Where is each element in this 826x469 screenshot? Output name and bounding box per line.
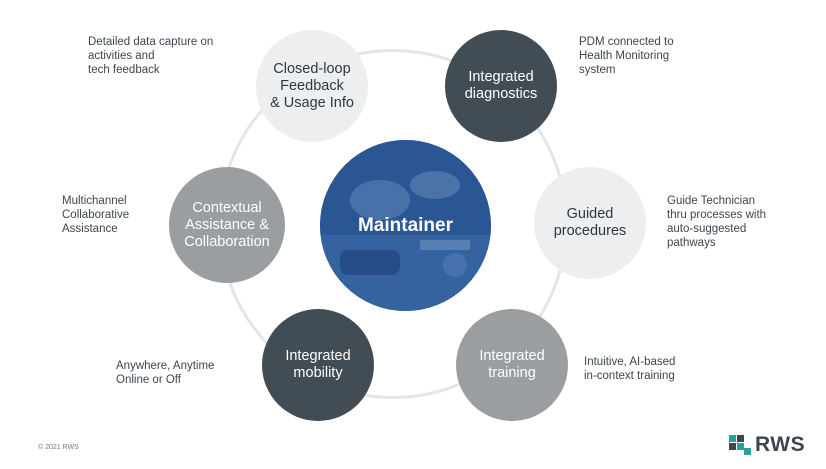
training-description: Intuitive, AI-based in-context training <box>584 356 676 382</box>
guided-procedures-description: Guide Technician thru processes with aut… <box>667 195 767 249</box>
diagnostics-description: PDM connected to Health Monitoring syste… <box>579 36 674 76</box>
mobility-description: Anywhere, Anytime Online or Off <box>116 360 215 386</box>
feedback-node: Closed-loop Feedback & Usage Info <box>256 30 368 142</box>
center-title: Maintainer <box>357 214 454 236</box>
rws-logo-text: RWS <box>755 433 806 456</box>
guided-procedures-node: Guided procedures <box>534 167 646 279</box>
center-circle: Maintainer <box>320 140 491 311</box>
mobility-node-label: Integrated mobility <box>285 348 351 381</box>
diagnostics-node-label: Integrated diagnostics <box>464 69 538 102</box>
contextual-assistance-node-label: Contextual Assistance & Collaboration <box>184 199 270 250</box>
training-node-label: Integrated training <box>479 348 545 381</box>
feedback-description: Detailed data capture on activities and … <box>88 36 214 76</box>
contextual-assistance-description: Multichannel Collaborative Assistance <box>62 195 130 235</box>
training-node: Integrated training <box>456 309 568 421</box>
mobility-node: Integrated mobility <box>262 309 374 421</box>
diagnostics-node: Integrated diagnostics <box>445 30 557 142</box>
rws-logo: RWS <box>729 433 805 457</box>
guided-procedures-node-label: Guided procedures <box>553 206 627 239</box>
aircraft-maintenance-photo <box>320 140 491 311</box>
copyright-text: © 2021 RWS <box>38 444 79 451</box>
rws-logo-mark-icon <box>729 435 751 455</box>
feedback-node-label: Closed-loop Feedback & Usage Info <box>270 60 354 111</box>
contextual-assistance-node: Contextual Assistance & Collaboration <box>169 167 285 283</box>
